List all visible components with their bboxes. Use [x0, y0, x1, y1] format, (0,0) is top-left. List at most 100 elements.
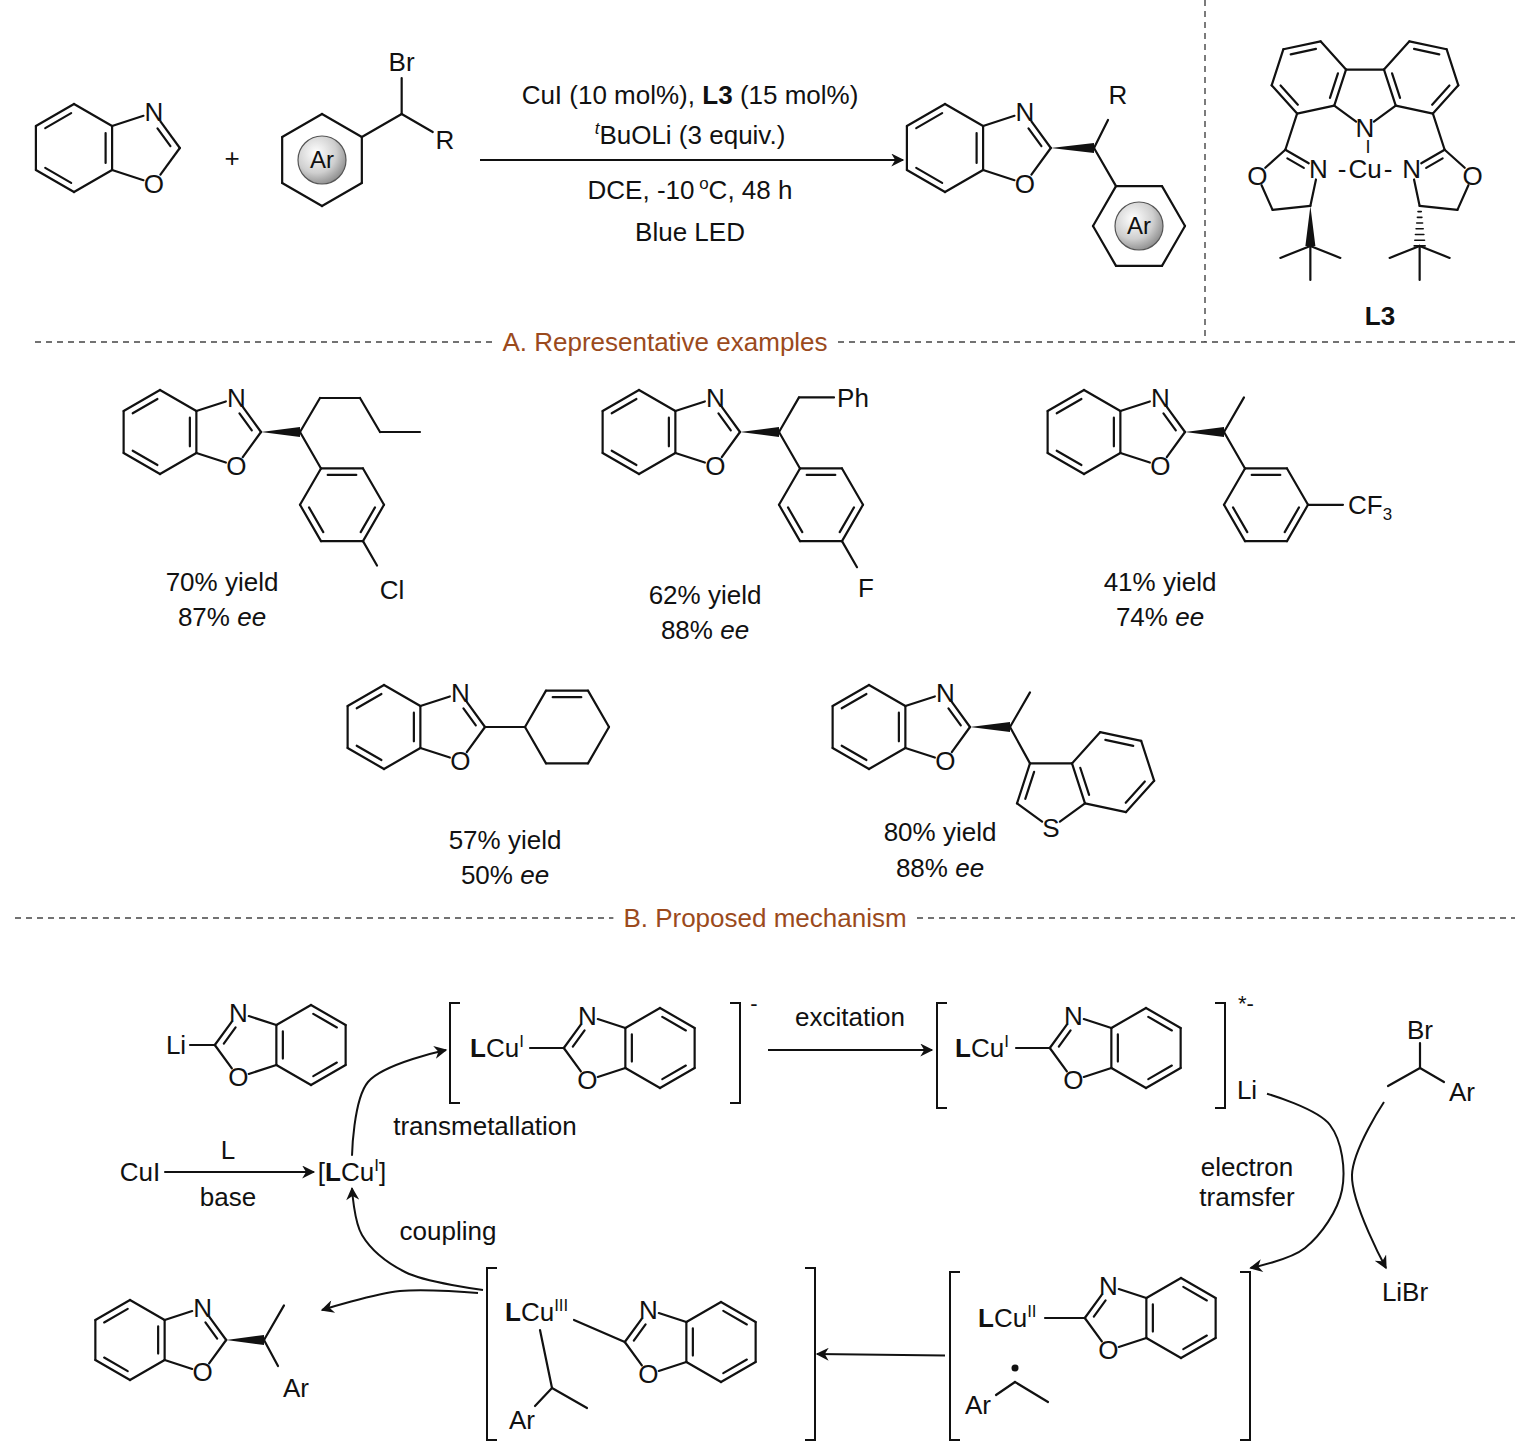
label-text: O	[1098, 1335, 1118, 1365]
bond-line	[546, 762, 588, 764]
bond-line	[196, 401, 225, 411]
label-text: Ph	[837, 383, 869, 413]
bond-line	[1272, 85, 1297, 113]
bond-line	[1111, 1008, 1146, 1028]
text-run: DCE, -10oC, 48 h	[588, 176, 793, 205]
bond-line	[1057, 399, 1082, 413]
bond-line	[694, 1028, 696, 1068]
text-run: O	[192, 1358, 212, 1387]
text-run: N	[639, 1295, 658, 1324]
label-text: L	[505, 1297, 521, 1327]
bond-line	[160, 453, 196, 474]
bond-line	[1094, 148, 1116, 186]
text-run: O	[1015, 169, 1035, 198]
bond-line	[1419, 246, 1421, 280]
label-text: Br	[1407, 1015, 1433, 1045]
text-run: O	[450, 747, 470, 776]
bond-line	[1016, 1047, 1050, 1049]
label-text: BuOLi (3 equiv.)	[599, 120, 785, 150]
bond-line	[639, 390, 675, 411]
text-run: N	[936, 679, 955, 708]
bond-line	[322, 114, 362, 137]
label-text: Br	[389, 47, 415, 77]
bond-line	[779, 468, 800, 504]
bond-line	[1060, 803, 1085, 821]
text-run: +	[224, 144, 239, 173]
wedge-bond	[226, 1335, 264, 1345]
bond-line	[1094, 120, 1108, 148]
label-text: N	[639, 1294, 658, 1324]
text-run: O	[935, 747, 955, 776]
text-run: Cl	[380, 576, 405, 605]
text-run: O	[144, 169, 164, 198]
text-run: R	[1109, 81, 1128, 110]
text-run: Ar	[965, 1391, 991, 1420]
bond-line	[662, 1066, 686, 1080]
label-text: DCE, -10	[588, 175, 695, 205]
bond-line	[675, 401, 704, 411]
label-text: O	[226, 451, 246, 481]
bond-line	[309, 507, 323, 532]
bond-line	[800, 467, 842, 469]
text-run: LiBr	[1382, 1278, 1428, 1307]
bond-line	[1010, 692, 1030, 727]
text-run: N	[1099, 1271, 1118, 1300]
label-text: N	[1356, 113, 1375, 143]
bond-line	[1030, 762, 1072, 764]
text-run: Br	[389, 48, 415, 77]
bond-line	[1028, 128, 1041, 146]
label-text: Cu	[994, 1303, 1027, 1333]
bond-line	[1119, 411, 1121, 453]
label-text: Cl	[380, 575, 405, 605]
bond-line	[164, 1320, 166, 1360]
label-text: 62% yield	[649, 580, 762, 610]
species-node: [LCuI]	[314, 1156, 390, 1189]
text-run: N	[1151, 384, 1170, 413]
bond-line	[1447, 49, 1459, 85]
text-run: Blue LED	[635, 218, 745, 247]
text-run: O	[638, 1360, 658, 1389]
bond-line	[1390, 246, 1420, 258]
aryl-circle	[298, 136, 346, 184]
bond-line	[945, 170, 983, 192]
bond-line	[1415, 234, 1423, 236]
bond-line	[1233, 507, 1247, 532]
wedge-bond	[1051, 143, 1094, 153]
label-text: ee	[237, 602, 266, 632]
bond-line	[1433, 85, 1458, 113]
bond-line	[553, 696, 582, 698]
text-run: O	[1063, 1066, 1083, 1095]
wedge-bond	[1185, 427, 1224, 437]
bond-line	[686, 1302, 721, 1322]
label-text: R	[436, 125, 455, 155]
text-run: -	[750, 992, 757, 1016]
text-run: Ar	[310, 147, 334, 173]
bond-line	[779, 432, 800, 468]
bond-line	[413, 713, 415, 742]
label-text: N	[451, 678, 470, 708]
bond-line	[1113, 418, 1115, 447]
bond-line	[1415, 239, 1425, 241]
arrow-label: excitation	[792, 1003, 908, 1033]
text-run: LCuI	[470, 1034, 524, 1063]
bond-line	[1093, 186, 1116, 226]
bond-line	[1110, 1028, 1112, 1068]
label-text: II	[1027, 1302, 1036, 1321]
label-text: t	[595, 119, 600, 138]
bond-line	[485, 726, 525, 728]
bond-line	[546, 690, 588, 692]
bond-line	[345, 1025, 347, 1065]
bond-line	[300, 432, 321, 468]
label-text: 88%	[661, 615, 713, 645]
bond-line	[779, 397, 799, 432]
text-run: F	[858, 574, 874, 603]
label-text: N	[936, 678, 955, 708]
bond-line	[723, 1311, 747, 1325]
bond-line	[45, 113, 71, 128]
label-text: O	[228, 1062, 248, 1092]
bond-line	[264, 1305, 284, 1340]
label-text: 57% yield	[449, 825, 562, 855]
bond-line	[662, 1017, 686, 1031]
bond-line	[612, 399, 637, 413]
bond-line	[1308, 504, 1343, 506]
